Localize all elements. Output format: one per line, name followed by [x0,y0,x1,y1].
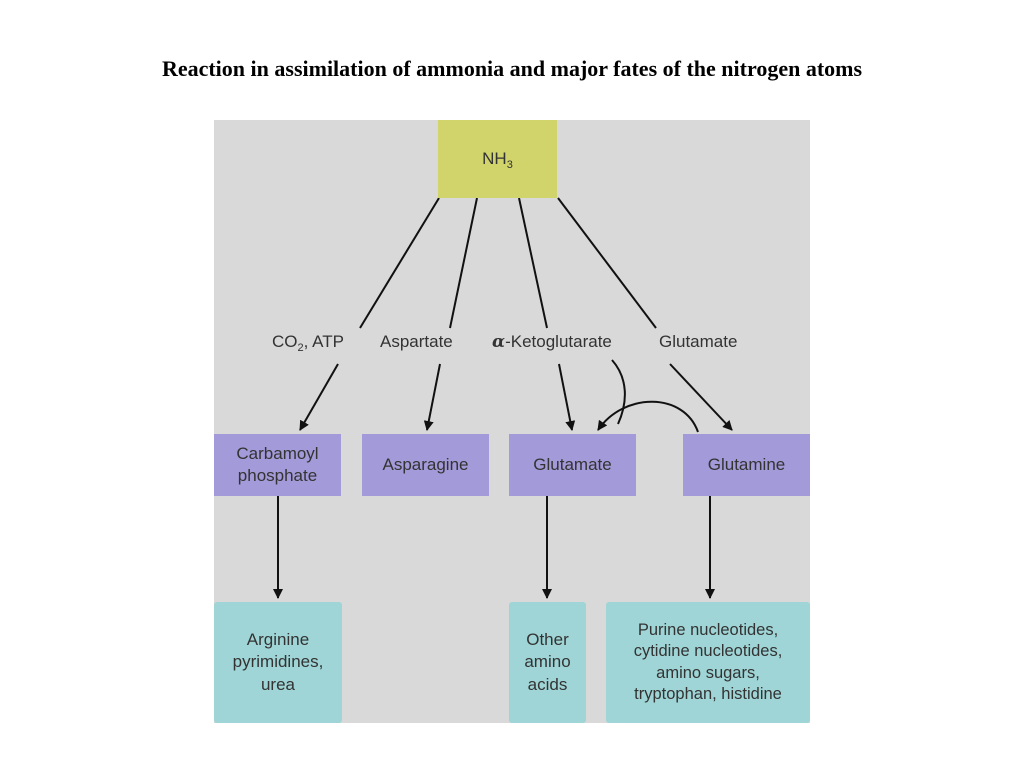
purine-text: Purine nucleotides, cytidine nucleotides… [634,620,783,706]
other-line-1: Other [526,630,569,650]
fate-purine-nucleotides: Purine nucleotides, cytidine nucleotides… [606,602,810,723]
arrow-ketoglutarate-to-glutamate [558,363,576,431]
product-glutamate: Glutamate [509,434,636,496]
line-nh3-to-ketoglutarate [518,197,548,329]
reagent-co2-atp: CO2, ATP [272,332,344,354]
carbamoyl-text: Carbamoyl phosphate [236,443,318,487]
nh3-subscript: 3 [506,158,513,171]
fate-arginine-pyrimidines-urea: Arginine pyrimidines, urea [214,602,342,723]
arrow-aspartate-to-asparagine [423,363,441,431]
nh3-box: NH3 [438,120,557,198]
glutamate-text: Glutamate [533,454,612,474]
co2-text: CO [272,332,298,351]
nh3-label: NH3 [482,148,513,171]
alpha-symbol: α [492,332,506,352]
asparagine-text: Asparagine [382,454,469,474]
product-glutamine: Glutamine [683,434,810,496]
carbamoyl-line-1: Carbamoyl [236,443,319,463]
page-title: Reaction in assimilation of ammonia and … [161,56,863,81]
curve-ketoglutarate [611,359,626,425]
other-line-3: acids [527,674,568,694]
co2-subscript: 2 [297,342,304,354]
purine-line-2: cytidine nucleotides, [633,642,783,661]
line-nh3-to-co2 [359,197,440,329]
arrow-glutamate-to-glutamine [669,363,733,431]
arrows-layer [273,197,733,599]
nitrogen-assimilation-diagram: NH3 CO2, ATP Aspartate α-Ketoglutarate G… [214,120,810,723]
reagent-glutamate: Glutamate [659,332,738,351]
reagent-ketoglutarate: α-Ketoglutarate [492,332,612,352]
reagent-aspartate: Aspartate [380,332,453,351]
arginine-line-3: urea [260,674,295,694]
purine-line-4: tryptophan, histidine [634,684,782,703]
arginine-line-1: Arginine [246,630,310,650]
arrow-co2-to-carbamoyl [299,363,339,431]
other-line-2: amino [524,652,571,672]
line-nh3-to-glutamate [557,197,657,329]
product-carbamoyl-phosphate: Carbamoyl phosphate [214,434,341,496]
purine-line-1: Purine nucleotides, [637,620,779,639]
arginine-text: Arginine pyrimidines, urea [233,629,324,695]
line-nh3-to-aspartate [449,197,478,329]
glutamine-text: Glutamine [707,454,786,474]
carbamoyl-line-2: phosphate [237,466,318,485]
purine-line-3: amino sugars, [656,663,760,682]
fate-other-amino-acids: Other amino acids [509,602,586,723]
product-asparagine: Asparagine [362,434,489,496]
ketoglutarate-text: -Ketoglutarate [505,332,612,351]
arginine-line-2: pyrimidines, [232,652,324,672]
curve-glutamine-to-glutamate [597,400,699,433]
nh3-text: NH [482,148,507,168]
other-amino-text: Other amino acids [524,629,570,695]
atp-text: , ATP [303,332,344,351]
